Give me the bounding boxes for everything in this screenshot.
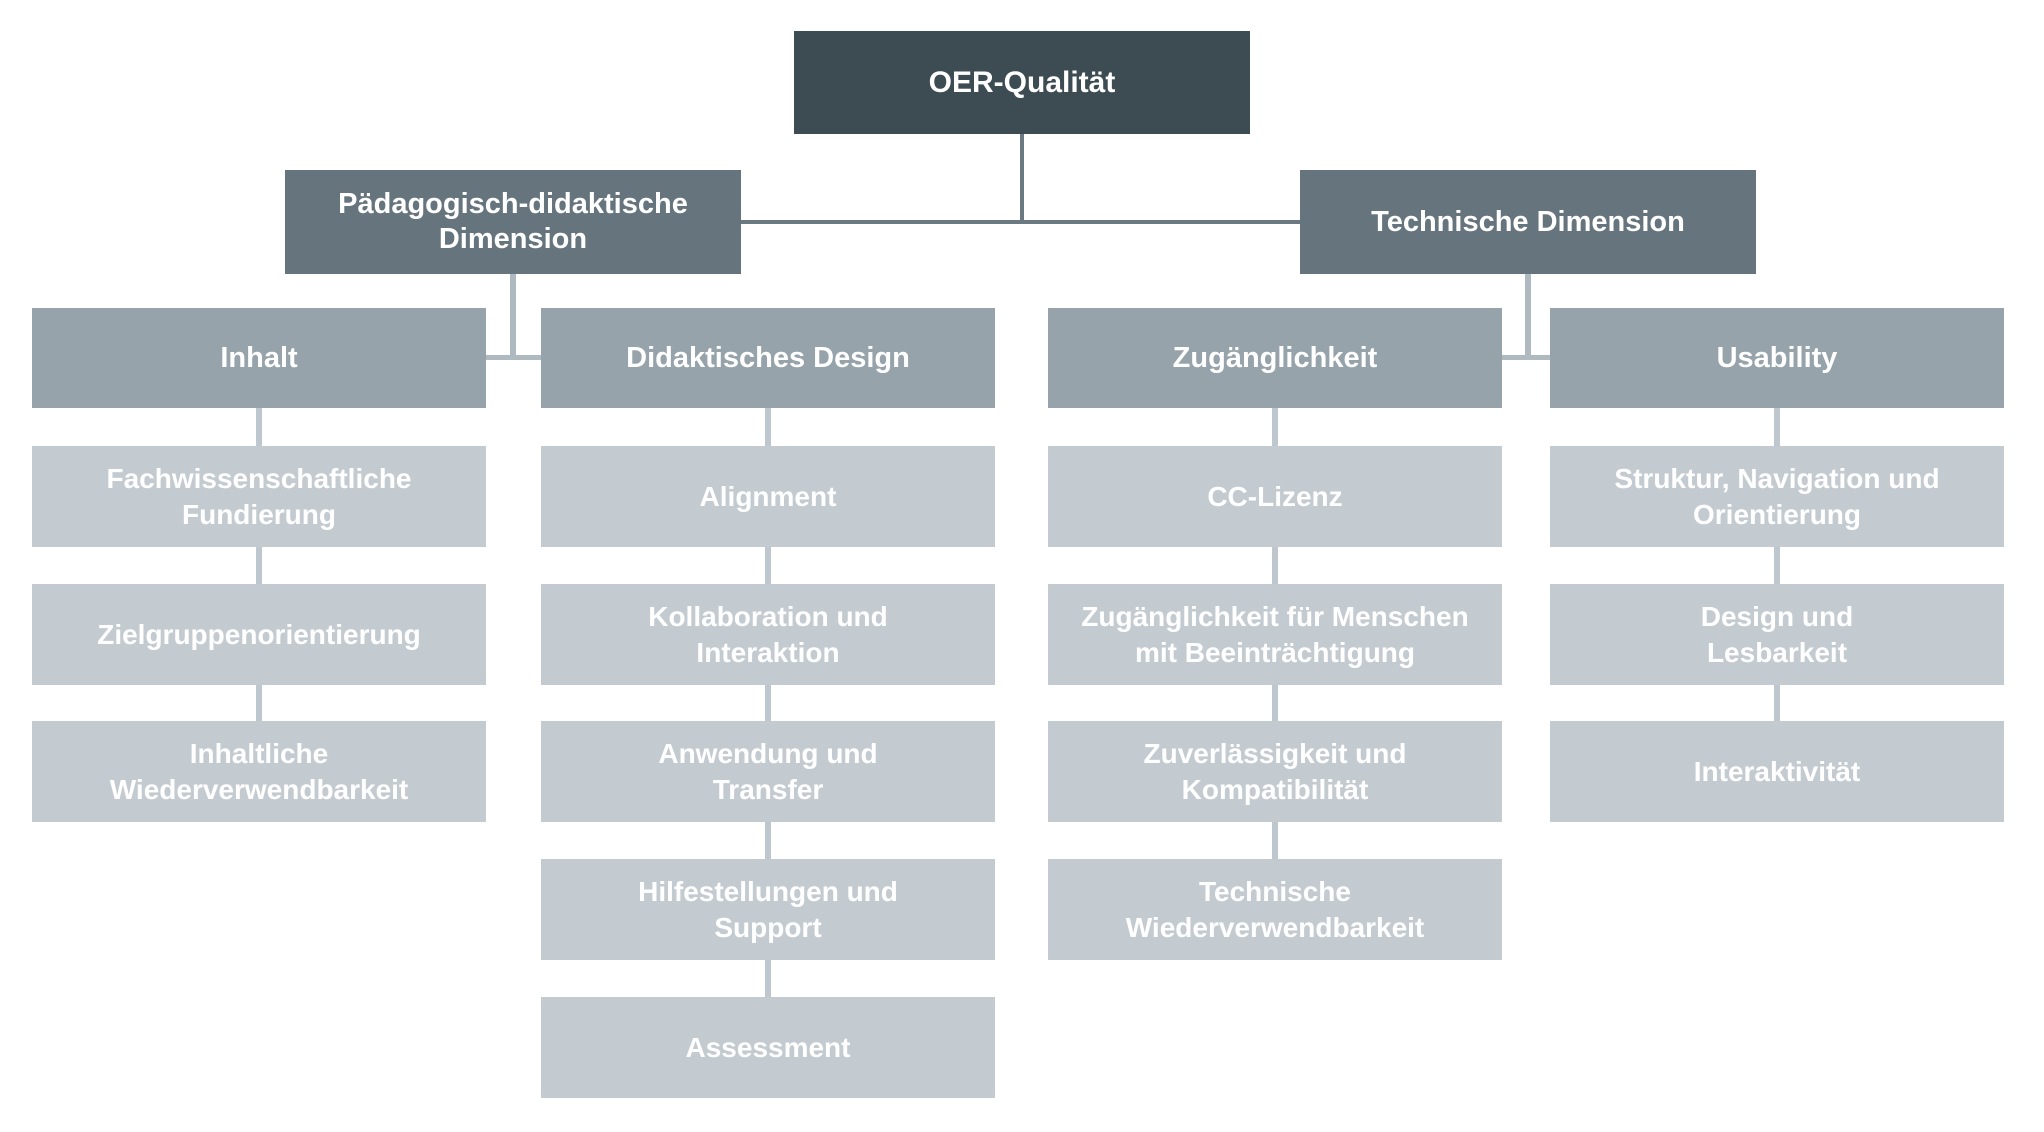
node-zuverlaessigkeit-und-kompatibilitaet: Zuverlässigkeit und Kompatibilität: [1048, 721, 1502, 822]
connector-line: [510, 274, 516, 358]
node-technische-wiederverwendbarkeit: Technische Wiederverwendbarkeit: [1048, 859, 1502, 960]
connector-line: [256, 408, 262, 446]
node-usability: Usability: [1550, 308, 2004, 408]
connector-line: [1272, 547, 1278, 584]
node-technische-dimension: Technische Dimension: [1300, 170, 1756, 274]
connector-line: [1774, 547, 1780, 584]
node-zielgruppenorientierung: Zielgruppenorientierung: [32, 584, 486, 685]
connector-line: [1272, 822, 1278, 859]
node-design-und-lesbarkeit: Design und Lesbarkeit: [1550, 584, 2004, 685]
node-struktur-navigation-orientierung: Struktur, Navigation und Orientierung: [1550, 446, 2004, 547]
connector-line: [765, 547, 771, 584]
node-hilfestellungen-und-support: Hilfestellungen und Support: [541, 859, 995, 960]
node-zugaenglichkeit: Zugänglichkeit: [1048, 308, 1502, 408]
node-fachwissenschaftliche-fundierung: Fachwissenschaftliche Fundierung: [32, 446, 486, 547]
connector-line: [765, 822, 771, 859]
node-interaktivitaet: Interaktivität: [1550, 721, 2004, 822]
connector-line: [256, 685, 262, 721]
connector-line: [256, 547, 262, 584]
node-kollaboration-und-interaktion: Kollaboration und Interaktion: [541, 584, 995, 685]
connector-line: [1774, 685, 1780, 721]
connector-line: [1502, 355, 1550, 360]
node-oer-qualitaet: OER-Qualität: [794, 31, 1250, 134]
connector-line: [765, 408, 771, 446]
connector-line: [765, 685, 771, 721]
connector-line: [486, 355, 541, 360]
node-cc-lizenz: CC-Lizenz: [1048, 446, 1502, 547]
connector-line: [741, 220, 1300, 224]
connector-line: [1774, 408, 1780, 446]
node-didaktisches-design: Didaktisches Design: [541, 308, 995, 408]
connector-line: [1272, 408, 1278, 446]
node-assessment: Assessment: [541, 997, 995, 1098]
connector-line: [765, 960, 771, 997]
node-zugaenglichkeit-fuer-menschen: Zugänglichkeit für Menschen mit Beeinträ…: [1048, 584, 1502, 685]
node-inhalt: Inhalt: [32, 308, 486, 408]
node-paedagogisch-didaktische-dimension: Pädagogisch-didaktische Dimension: [285, 170, 741, 274]
node-anwendung-und-transfer: Anwendung und Transfer: [541, 721, 995, 822]
connector-line: [1272, 685, 1278, 721]
node-inhaltliche-wiederverwendbarkeit: Inhaltliche Wiederverwendbarkeit: [32, 721, 486, 822]
connector-line: [1020, 134, 1024, 224]
node-alignment: Alignment: [541, 446, 995, 547]
connector-line: [1525, 274, 1531, 358]
